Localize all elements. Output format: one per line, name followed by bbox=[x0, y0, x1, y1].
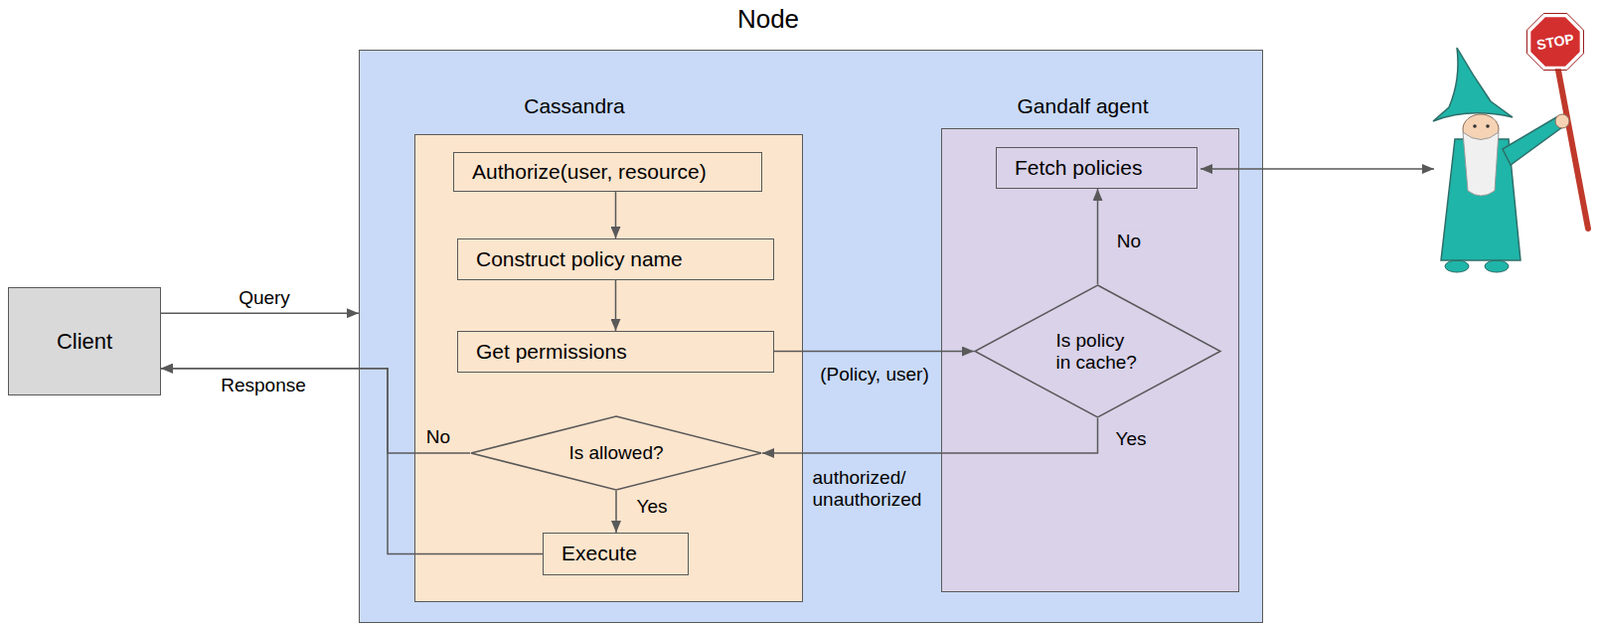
decision-label: Is policy in cache? bbox=[1056, 329, 1140, 374]
box-label: Fetch policies bbox=[1014, 156, 1142, 180]
client-box: Client bbox=[7, 287, 161, 396]
edge-label: No bbox=[423, 426, 454, 449]
box-label: Execute bbox=[561, 541, 638, 566]
edge-label: Yes bbox=[634, 495, 671, 518]
diamond-shape bbox=[974, 285, 1221, 418]
process-box: Get permissions bbox=[457, 330, 775, 373]
panel-heading: Gandalf agent bbox=[1017, 94, 1149, 119]
process-box: Fetch policies bbox=[995, 147, 1198, 189]
connector-arrow bbox=[615, 280, 618, 331]
process-box: Construct policy name bbox=[457, 238, 775, 281]
box-label: Client bbox=[56, 328, 113, 354]
node-region: NodeCassandraAuthorize(user, resource)Co… bbox=[358, 49, 1264, 624]
decision-diamond: Is policy in cache? bbox=[973, 284, 1222, 419]
connector-arrow bbox=[762, 418, 1099, 454]
box-label: Authorize(user, resource) bbox=[472, 160, 707, 184]
connector-arrow bbox=[615, 490, 618, 533]
connector-arrow bbox=[160, 368, 471, 454]
connector-arrow bbox=[615, 191, 618, 239]
connector-arrow bbox=[160, 368, 543, 555]
cassandra-panel: CassandraAuthorize(user, resource)Constr… bbox=[414, 134, 803, 603]
diamond-shape bbox=[471, 416, 762, 490]
gandalf-agent-panel: Gandalf agentFetch policiesIs policy in … bbox=[941, 128, 1240, 593]
connector-arrow bbox=[160, 312, 359, 315]
box-label: Construct policy name bbox=[476, 247, 683, 272]
box-label: Get permissions bbox=[476, 339, 628, 364]
edge-label: authorized/ unauthorized bbox=[809, 467, 941, 511]
edge-label: Response bbox=[217, 374, 310, 397]
connector-arrow bbox=[1097, 188, 1100, 285]
wizard-figure bbox=[1433, 13, 1589, 274]
edge-label: Query bbox=[235, 287, 294, 310]
connector-arrow bbox=[774, 350, 974, 353]
edge-label: (Policy, user) bbox=[816, 363, 932, 386]
edge-label: No bbox=[1114, 230, 1144, 253]
stop-sign-text: STOP bbox=[1532, 29, 1579, 53]
branch-label: Yes bbox=[1113, 428, 1150, 451]
panel-heading: Node bbox=[737, 3, 800, 35]
policy-fetch-link bbox=[1200, 167, 1435, 170]
panel-heading: Cassandra bbox=[523, 94, 626, 119]
process-box: Execute bbox=[542, 532, 689, 576]
decision-diamond: Is allowed? bbox=[470, 415, 763, 491]
decision-label: Is allowed? bbox=[568, 442, 663, 465]
process-box: Authorize(user, resource) bbox=[453, 152, 763, 192]
